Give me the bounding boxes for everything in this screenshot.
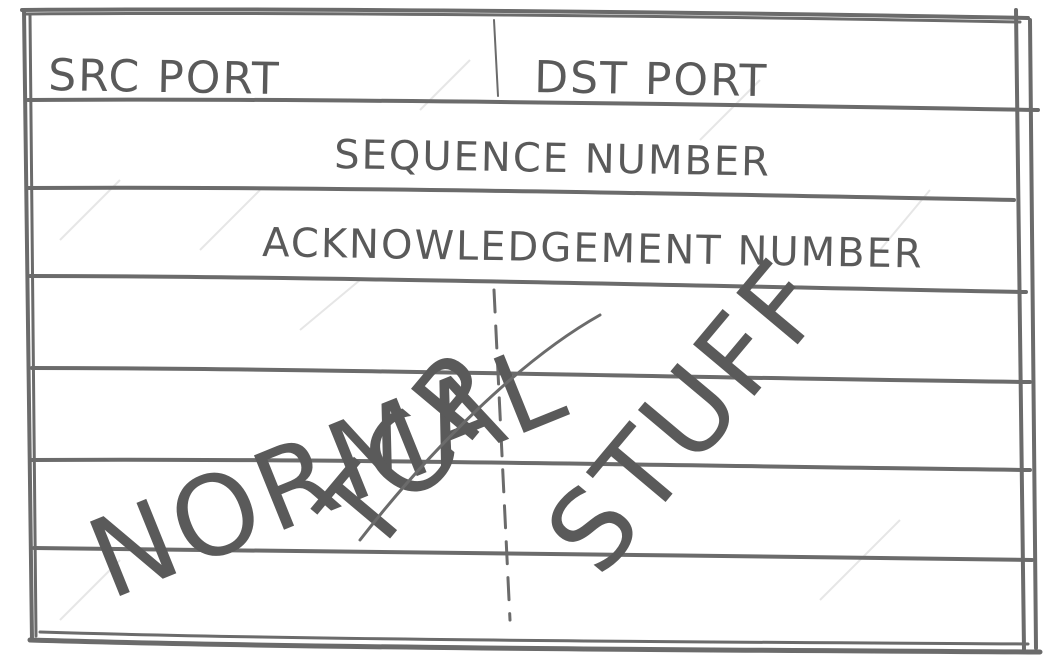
src-port-label: SRC PORT xyxy=(48,50,281,105)
divider-row-5 xyxy=(30,457,1032,472)
center-dashed-divider xyxy=(492,19,512,622)
diagonal-stroke xyxy=(358,313,602,542)
divider-after-ports xyxy=(26,97,1040,112)
divider-row-4 xyxy=(30,366,1032,384)
sequence-number-label: SEQUENCE NUMBER xyxy=(334,132,772,186)
dst-port-label: DST PORT xyxy=(534,52,769,107)
outer-frame xyxy=(20,7,1043,655)
divider-after-sequence xyxy=(26,185,1016,202)
divider-after-ack xyxy=(28,274,1028,294)
acknowledgement-number-label: ACKNOWLEDGEMENT NUMBER xyxy=(262,220,924,278)
